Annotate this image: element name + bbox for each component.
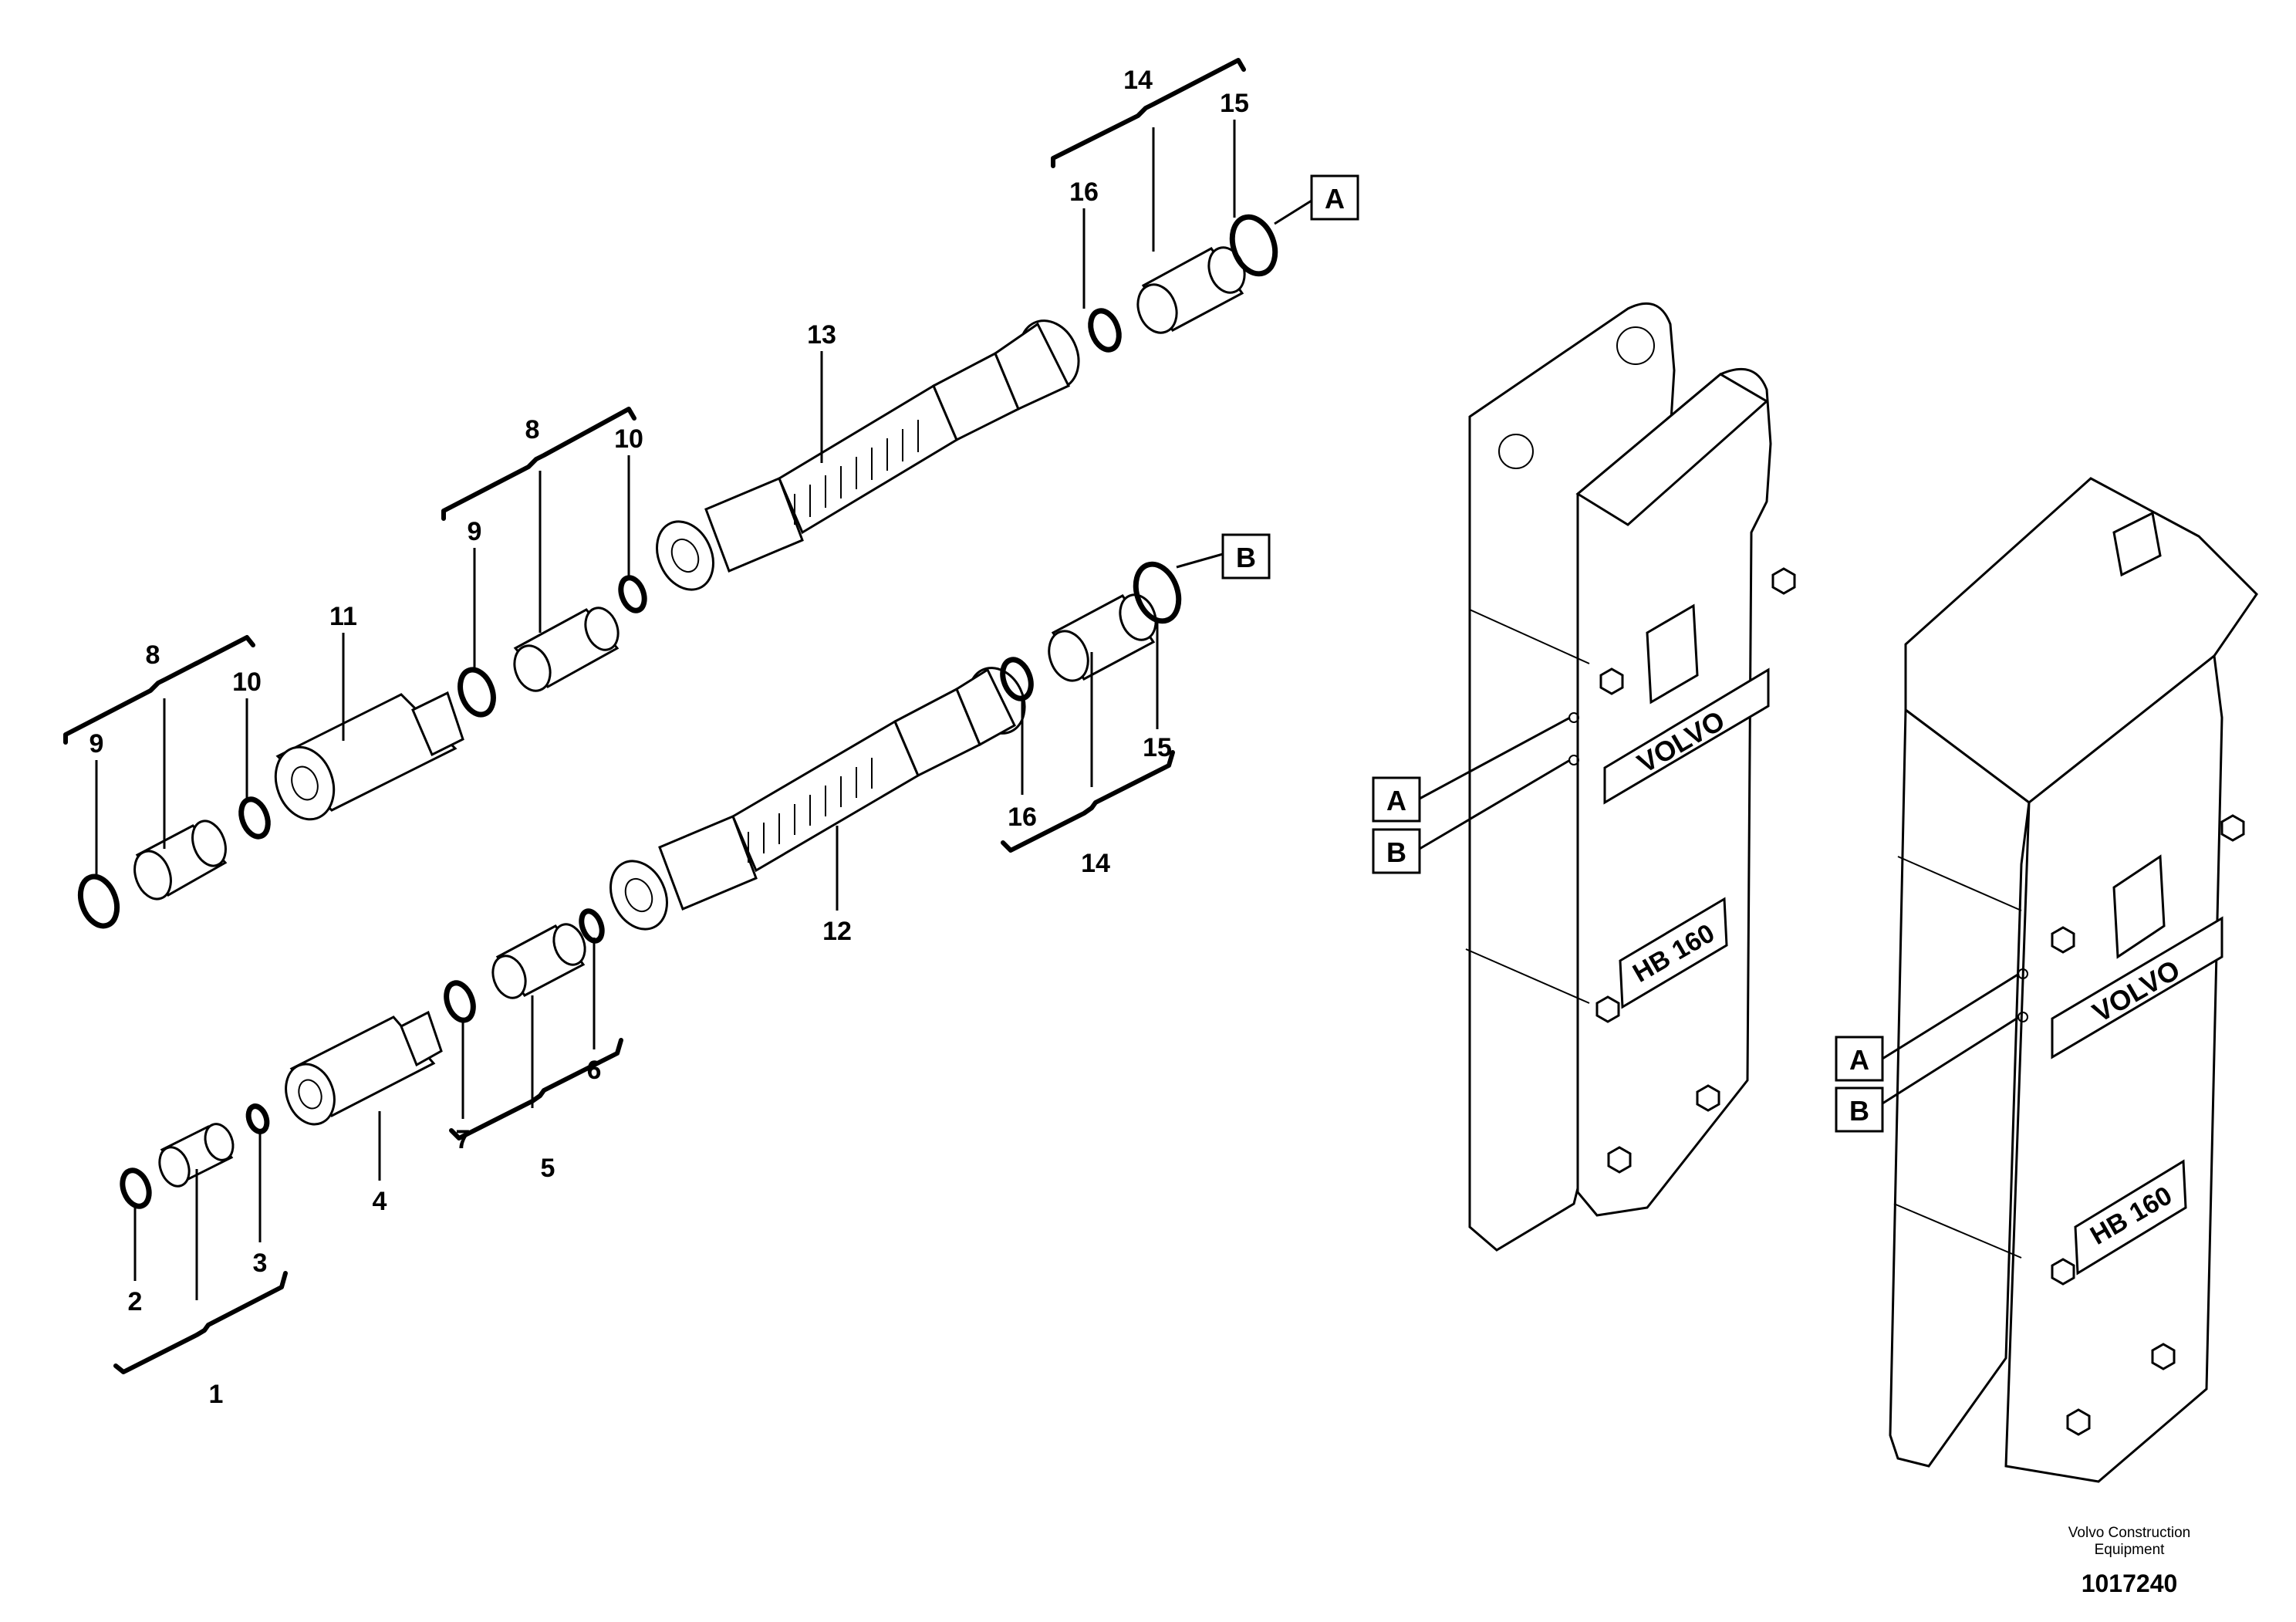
document-number: 1017240 [2081, 1570, 2178, 1597]
oring-10-left [238, 796, 271, 840]
oring-7 [444, 980, 476, 1023]
callout-14-bottom: 14 [1081, 849, 1110, 878]
leader-lines [95, 120, 1312, 1300]
adapter-5 [491, 923, 586, 999]
adapter-8-left [133, 819, 228, 901]
breaker-housing-1: VOLVO HB 160 [1465, 302, 1796, 1252]
callout-16-top: 16 [1069, 177, 1099, 207]
adapter-1 [158, 1123, 235, 1188]
callout-8-right: 8 [525, 415, 540, 444]
callout-5: 5 [541, 1154, 555, 1183]
callout-7: 7 [456, 1125, 471, 1154]
coupling-11 [274, 691, 464, 821]
group-brackets [63, 58, 1246, 1374]
callout-1: 1 [209, 1380, 224, 1409]
svg-text:A: A [1386, 785, 1406, 816]
oring-15-bottom [1133, 561, 1182, 624]
svg-text:B: B [1849, 1095, 1869, 1127]
oring-16-bottom [1000, 657, 1034, 701]
callout-2: 2 [128, 1287, 143, 1316]
callout-14-top: 14 [1123, 66, 1153, 95]
port-label-b-top: B [1221, 533, 1271, 580]
company-line-1: Volvo Construction [2068, 1525, 2191, 1541]
callout-13: 13 [807, 320, 836, 350]
oring-10-right [618, 575, 647, 613]
callout-10-left: 10 [232, 667, 262, 697]
adapter-8-right [513, 607, 620, 692]
company-line-2: Equipment [2094, 1542, 2165, 1558]
oring-2 [120, 1168, 152, 1209]
callout-10-right: 10 [614, 424, 643, 454]
callout-11: 11 [329, 602, 357, 631]
callout-15-bottom: 15 [1143, 733, 1172, 762]
oring-15-top [1229, 214, 1278, 277]
port-label-b-mid: B [1372, 828, 1421, 874]
callout-4: 4 [373, 1187, 387, 1216]
oring-3 [245, 1103, 270, 1134]
hose-13 [656, 319, 1080, 591]
oring-16-top [1088, 308, 1122, 353]
callout-8-left: 8 [146, 640, 160, 670]
svg-text:A: A [1849, 1044, 1869, 1076]
svg-text:B: B [1386, 836, 1406, 868]
callout-15-top: 15 [1220, 89, 1249, 118]
oring-6 [579, 908, 605, 944]
port-label-a-low: A [1835, 1036, 1884, 1082]
hose-12 [609, 667, 1026, 931]
callout-3: 3 [253, 1249, 268, 1278]
breaker-housing-2: VOLVO HB 160 [1889, 477, 2258, 1483]
port-leaders [1419, 716, 2020, 1105]
callout-numbers: 8 9 10 11 8 9 10 13 14 15 16 15 16 14 12… [89, 66, 1249, 1409]
coupling-4 [285, 1010, 443, 1126]
oring-9-right [458, 667, 496, 718]
adapter-14-bottom [1048, 593, 1157, 682]
svg-text:A: A [1325, 183, 1345, 215]
callout-6: 6 [587, 1056, 602, 1085]
callout-12: 12 [822, 917, 852, 946]
adapter-14-top [1136, 246, 1246, 334]
port-label-b-low: B [1835, 1086, 1884, 1133]
port-label-a-mid: A [1372, 776, 1421, 823]
company-name: Volvo Construction Equipment [2029, 1525, 2230, 1559]
callout-9-right: 9 [468, 517, 482, 546]
oring-9-left [77, 874, 120, 929]
port-label-a-top: A [1310, 174, 1359, 221]
callout-16-bottom: 16 [1008, 803, 1037, 832]
callout-9-left: 9 [89, 729, 104, 759]
svg-text:B: B [1236, 542, 1256, 573]
